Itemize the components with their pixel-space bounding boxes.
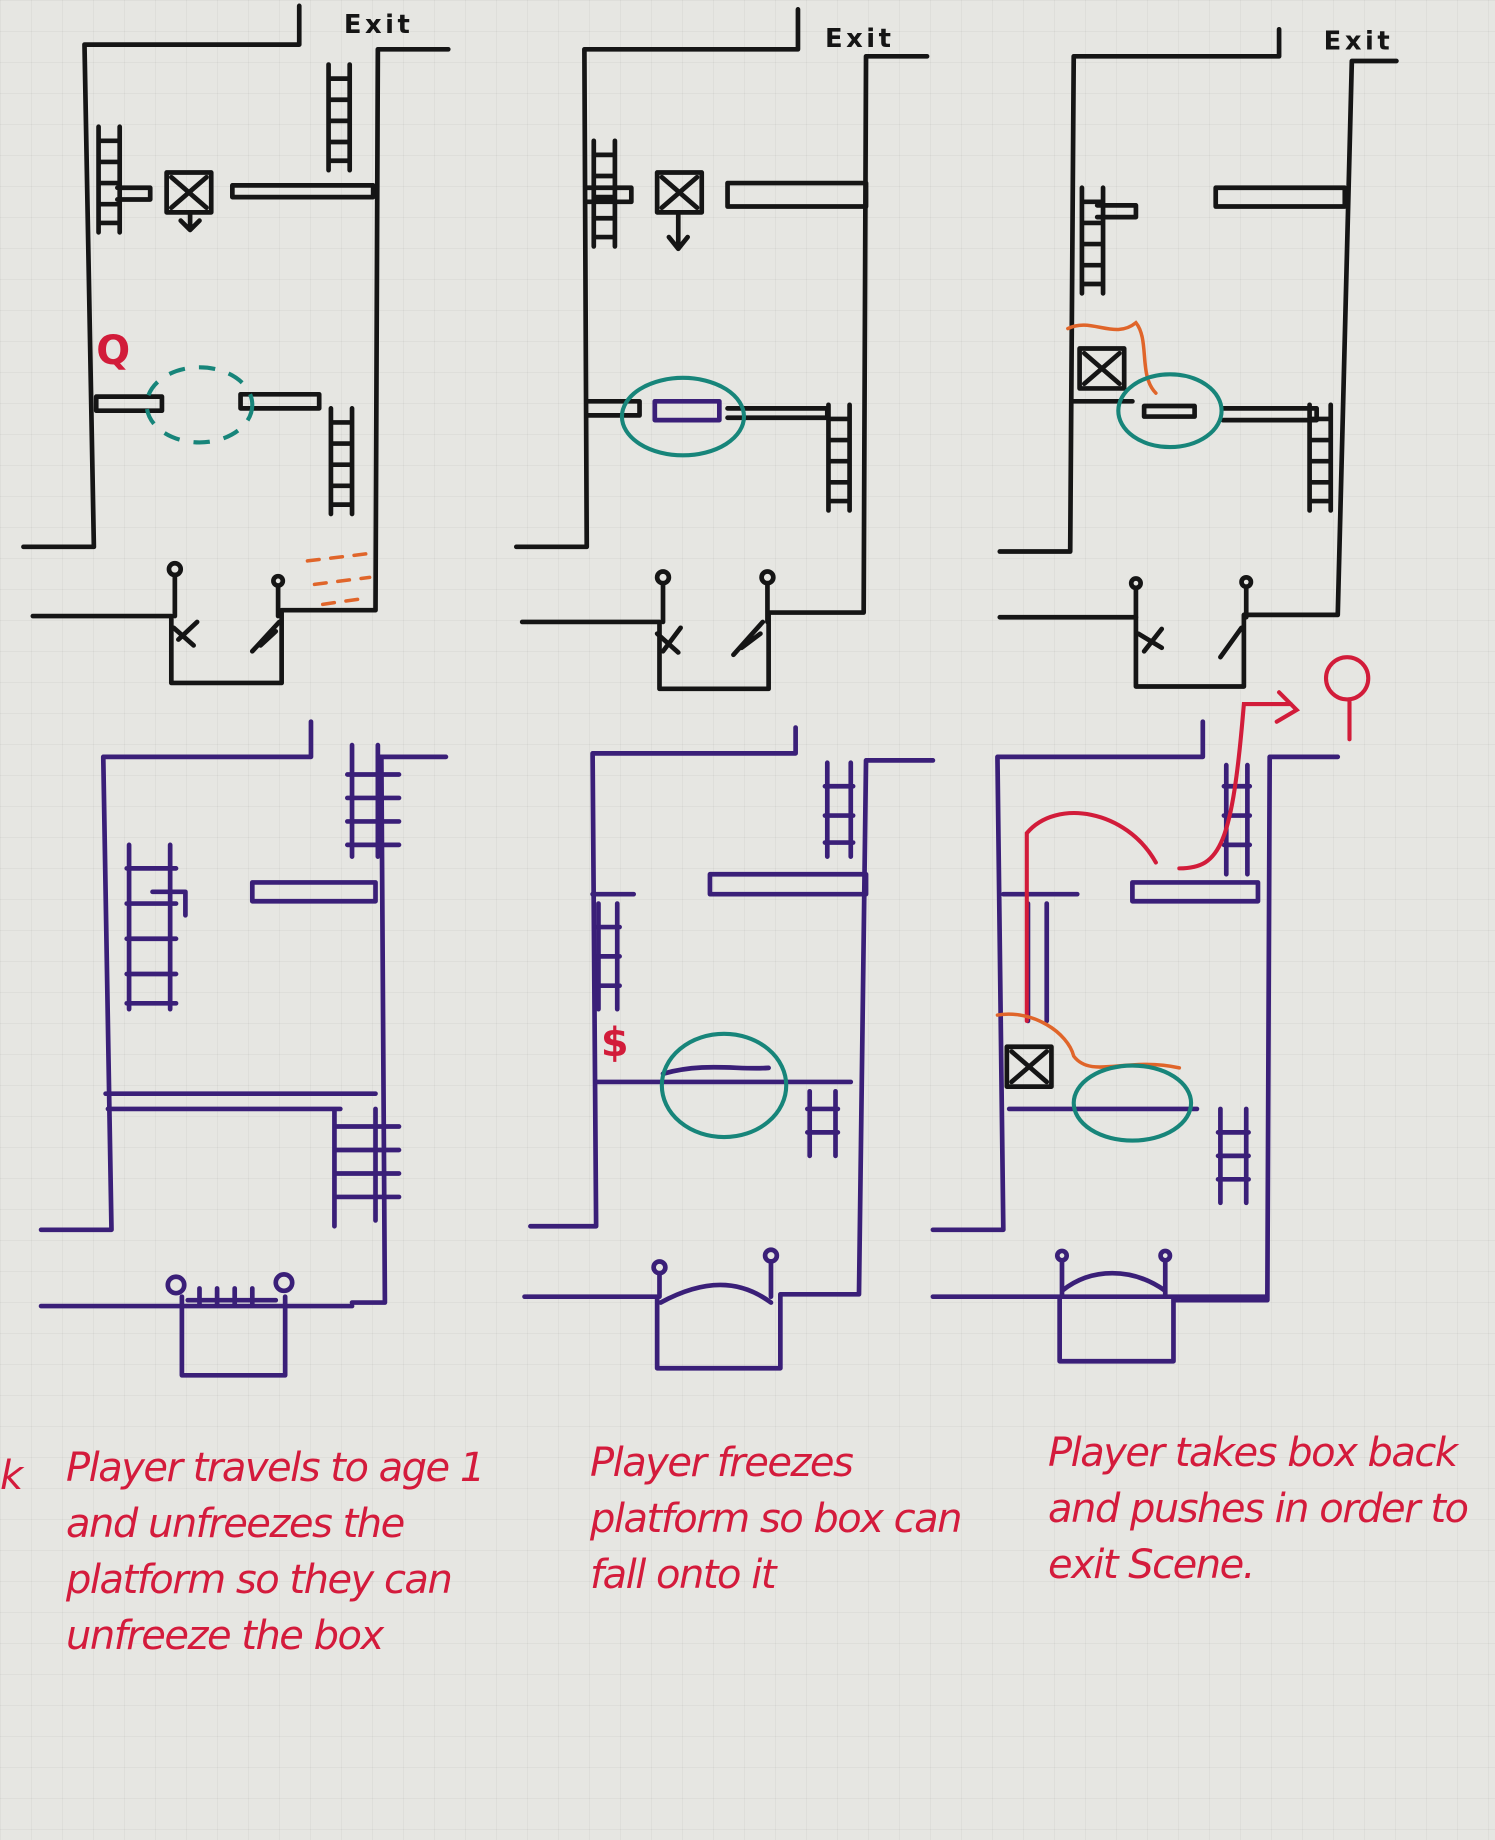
exit-label-2: Exit <box>825 24 895 54</box>
panel-top-1 <box>21 3 451 686</box>
path-arrow <box>1024 690 1301 1023</box>
box-icon <box>1080 349 1125 389</box>
panel-top-3 <box>997 26 1399 689</box>
panel-bottom-3 <box>930 719 1341 1364</box>
player-figure: $ <box>601 1020 632 1066</box>
circle-highlight <box>1116 372 1224 450</box>
caption-2: Player freezes platform so box can fall … <box>590 1440 963 1598</box>
exit-label-1: Exit <box>344 10 414 40</box>
panel-bottom-1 <box>38 719 449 1378</box>
flame-marks <box>1066 320 1158 395</box>
dashed-circle <box>144 365 255 445</box>
circle-highlight <box>659 1031 789 1140</box>
dashed-marks <box>305 552 372 607</box>
caption-3: Player takes box back and pushes in orde… <box>1048 1430 1469 1588</box>
player-figure <box>1323 655 1371 702</box>
exit-label-3: Exit <box>1324 26 1394 56</box>
circle-highlight <box>1071 1063 1194 1143</box>
player-figure: Q <box>96 328 133 374</box>
circle-highlight <box>619 375 747 458</box>
frozen-platform <box>652 398 722 423</box>
panel-top-2 <box>513 7 930 692</box>
box-icon <box>1007 1047 1052 1087</box>
caption-1: Player travels to age 1 and unfreezes th… <box>66 1445 485 1659</box>
stray-mark: k <box>0 1453 23 1499</box>
panel-bottom-2 <box>522 725 936 1371</box>
box-icon <box>167 173 212 213</box>
box-icon <box>657 173 702 213</box>
